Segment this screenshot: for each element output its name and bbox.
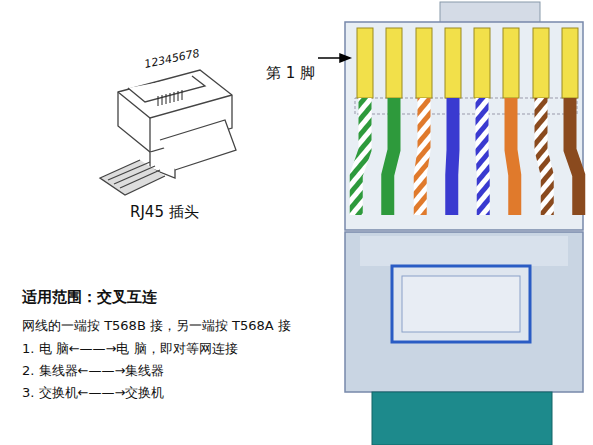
big-plug bbox=[345, 2, 583, 445]
pin1-arrow bbox=[318, 54, 350, 62]
gold-pin bbox=[416, 28, 432, 98]
wire bbox=[388, 98, 394, 215]
gold-pin bbox=[503, 28, 519, 98]
heading: 适用范围：交叉互连 bbox=[22, 288, 157, 306]
wire bbox=[452, 98, 453, 215]
note-text: 第 1 脚 bbox=[266, 64, 315, 82]
gold-pin bbox=[386, 28, 402, 98]
wire bbox=[356, 98, 365, 215]
gold-pin bbox=[533, 28, 549, 98]
gold-pin bbox=[357, 28, 373, 98]
gold-pin bbox=[445, 28, 461, 98]
note-text: RJ45 插头 bbox=[130, 203, 199, 221]
gold-pin bbox=[474, 28, 490, 98]
wire bbox=[541, 98, 547, 215]
note-text: 3. 交换机←——→交换机 bbox=[22, 385, 164, 401]
wire bbox=[570, 98, 579, 215]
note-text: 网线的一端按 T568B 接，另一端按 T568A 接 bbox=[22, 318, 291, 334]
small-plug bbox=[100, 70, 236, 195]
wire bbox=[420, 98, 424, 215]
note-text: 2. 集线器←——→集线器 bbox=[22, 363, 164, 379]
gold-pin bbox=[562, 28, 578, 98]
pin-numbers: 12345678 bbox=[143, 47, 201, 72]
wire bbox=[511, 98, 515, 215]
wire bbox=[482, 98, 483, 215]
note-text: 1. 电 脑←——→电 脑，即对等网连接 bbox=[22, 341, 238, 357]
